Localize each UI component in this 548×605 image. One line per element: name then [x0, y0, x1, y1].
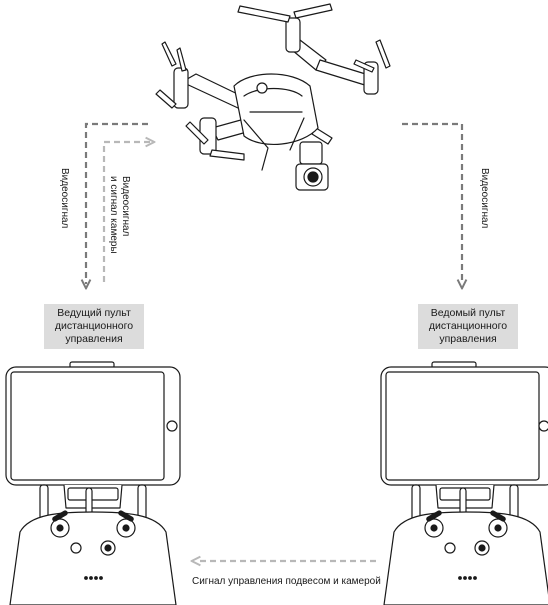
- video-signal-right-label: Видеосигнал: [479, 168, 490, 229]
- slave-controller-icon: [380, 361, 548, 605]
- master-controller-label: Ведущий пульт дистанционного управления: [44, 304, 144, 349]
- arrow-video-signal-left: [86, 122, 148, 284]
- video-camera-signal-line2: и сигнал камеры: [108, 176, 119, 254]
- arrow-video-camera-signal: [102, 142, 150, 282]
- gimbal-camera-control-label: Сигнал управления подвесом и камерой: [192, 576, 381, 587]
- drone-icon: [155, 3, 391, 191]
- slave-controller-label: Ведомый пульт дистанционного управления: [418, 304, 518, 349]
- video-camera-signal-label: Видеосигнал и сигнал камеры: [107, 176, 131, 254]
- arrow-video-signal-right: [402, 122, 462, 284]
- master-controller-icon: [5, 361, 181, 605]
- video-camera-signal-line1: Видеосигнал: [120, 176, 131, 237]
- video-signal-left-label: Видеосигнал: [59, 168, 70, 229]
